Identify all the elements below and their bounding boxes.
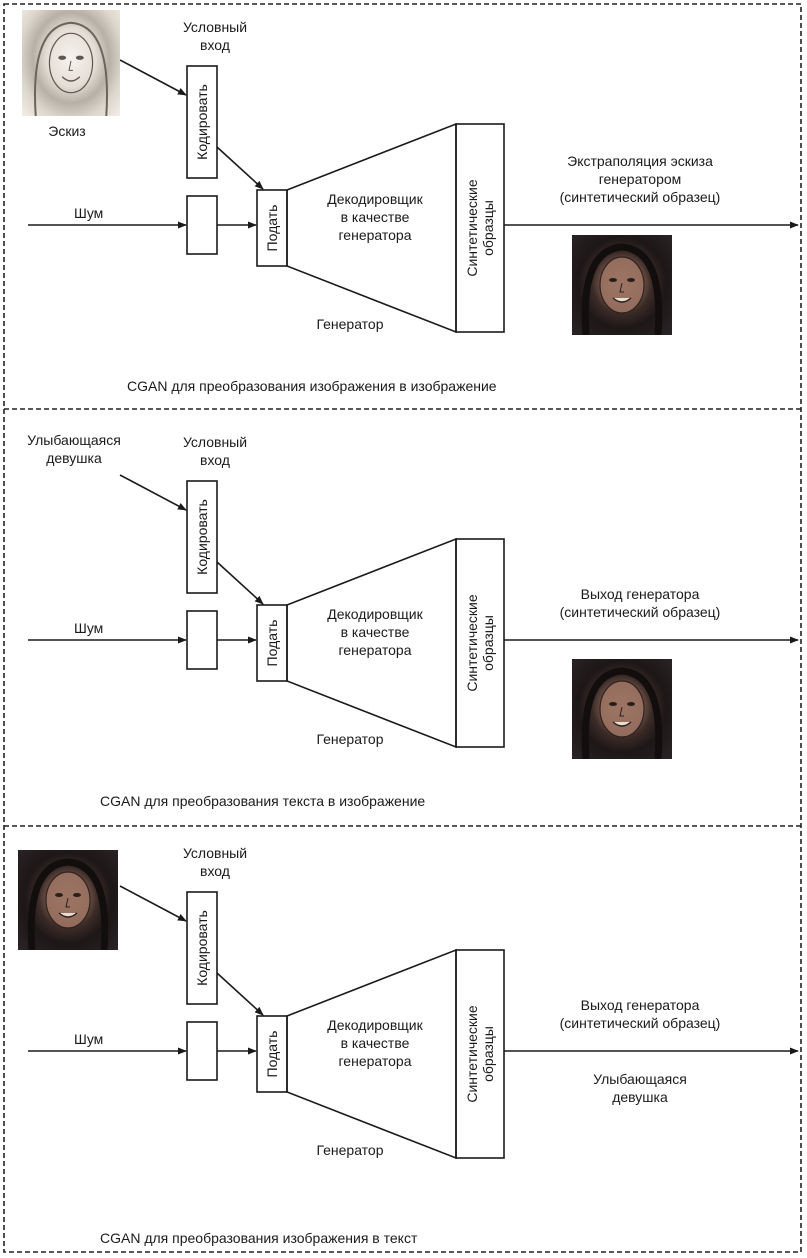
sketch-input-image — [22, 10, 120, 116]
generator-label: Генератор — [316, 316, 384, 332]
face-drawing — [27, 858, 109, 950]
encode-box — [186, 891, 218, 1005]
encode-to-feed-arrow — [216, 146, 264, 190]
synthetic-samples-box — [455, 538, 505, 748]
output-label: Выход генератора(синтетический образец) — [559, 586, 721, 620]
output-label: Выход генератора(синтетический образец) — [559, 997, 721, 1031]
outer-dashed-frame — [3, 3, 802, 1253]
decoder-trapezoid — [286, 122, 457, 334]
generated-output-image — [572, 659, 672, 759]
panel-caption: CGAN для преобразования изображения в из… — [127, 378, 497, 394]
panel-caption: CGAN для преобразования текста в изображ… — [100, 793, 426, 809]
decoder-trapezoid — [286, 537, 457, 749]
synthetic-samples-box — [455, 123, 505, 333]
encode-label: Кодировать — [194, 84, 210, 160]
generator-label: Генератор — [316, 731, 384, 747]
encode-label: Кодировать — [194, 499, 210, 575]
decoder-trapezoid — [286, 948, 457, 1160]
noise-label: Шум — [74, 1031, 104, 1047]
encode-to-feed-arrow — [216, 972, 264, 1016]
feed-label: Подать — [264, 204, 280, 252]
feed-label: Подать — [264, 1030, 280, 1078]
photo-input-image — [18, 850, 118, 950]
panel-caption: CGAN для преобразования изображения в те… — [100, 1230, 418, 1246]
feed-label: Подать — [264, 619, 280, 667]
encode-to-feed-arrow — [216, 561, 264, 605]
face-drawing — [581, 243, 663, 335]
synthetic-samples-box — [455, 949, 505, 1159]
feed-box — [256, 189, 288, 267]
encode-label: Кодировать — [194, 910, 210, 986]
noise-box — [186, 195, 218, 255]
generator-label: Генератор — [316, 1142, 384, 1158]
noise-label: Шум — [74, 205, 104, 221]
noise-label: Шум — [74, 620, 104, 636]
sketch-caption: Эскиз — [48, 123, 86, 139]
encode-box — [186, 65, 218, 179]
input-arrow — [119, 474, 187, 511]
face-drawing — [581, 667, 663, 759]
input-arrow — [119, 885, 187, 922]
input-arrow — [119, 59, 187, 96]
noise-box — [186, 1021, 218, 1081]
face-drawing — [34, 21, 108, 116]
encode-box — [186, 480, 218, 594]
noise-box — [186, 610, 218, 670]
generated-output-image — [572, 235, 672, 335]
